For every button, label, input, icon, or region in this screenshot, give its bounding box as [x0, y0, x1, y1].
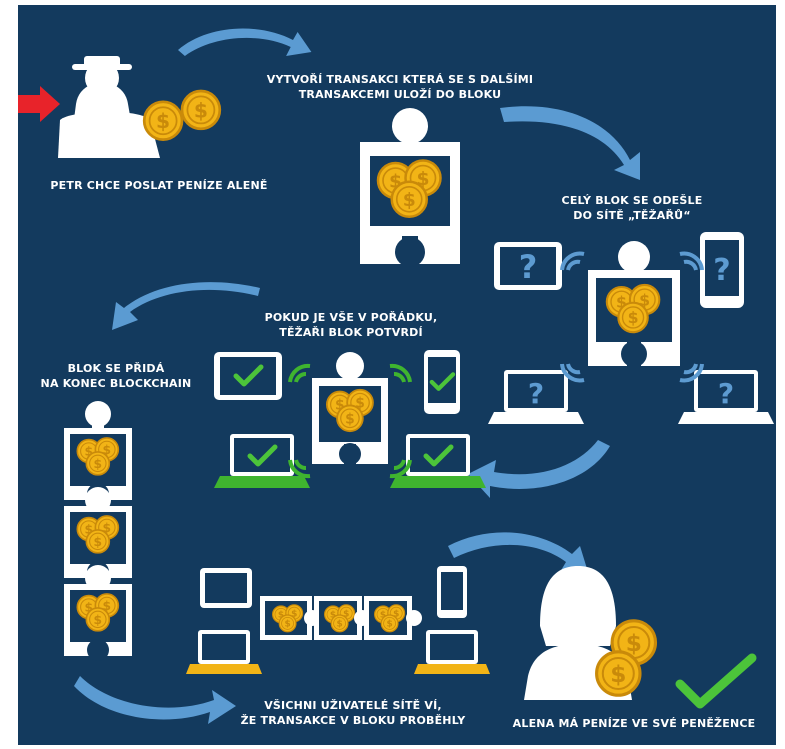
signal-waves-icon: [560, 251, 704, 383]
sender-figure: [58, 56, 160, 158]
unknown-laptop-left: ?: [488, 370, 584, 424]
question-mark-icon: ?: [713, 253, 730, 288]
unknown-phone: ?: [700, 232, 744, 308]
sender-coins: [142, 89, 222, 141]
step-caption-receiver: ALENA MÁ PENÍZE VE SVÉ PENĚŽENCE: [504, 716, 764, 731]
step-text: ALENA MÁ PENÍZE VE SVÉ PENĚŽENCE: [512, 717, 756, 730]
step-text: TRANSAKCEMI ULOŽÍ DO BLOKU: [298, 88, 502, 101]
step-text: BLOK SE PŘIDÁ: [67, 362, 165, 375]
dollar-coin-icon: [142, 100, 184, 141]
network-laptop-left: [186, 630, 262, 674]
unknown-tablet: ?: [494, 242, 562, 290]
step-caption-broadcast: CELÝ BLOK SE ODEŠLE DO SÍTĚ „TĚŽAŘŮ“: [522, 193, 742, 223]
blockchain-column: [64, 401, 132, 661]
step-text: POKUD JE VŠE V POŘÁDKU,: [264, 311, 438, 324]
flow-arrow-icon: [112, 282, 260, 330]
flow-arrow-icon: [74, 676, 236, 724]
flow-arrow-icon: [178, 28, 312, 56]
step-caption-sender: PETR CHCE POSLAT PENÍZE ALENĚ: [34, 178, 284, 193]
approved-phone: [424, 350, 460, 414]
woman-icon: [540, 566, 616, 646]
dollar-coin-icon: [180, 89, 222, 131]
checkmark-icon: [675, 653, 757, 709]
flow-arrow-icon: [448, 532, 588, 572]
step-text: TĚŽAŘI BLOK POTVRDÍ: [279, 326, 423, 339]
question-mark-icon: ?: [519, 248, 538, 286]
approved-tablet: [214, 352, 282, 400]
step-caption-append: BLOK SE PŘIDÁ NA KONEC BLOCKCHAIN: [34, 361, 198, 391]
dollar-coin-icon: [595, 650, 642, 697]
step-text: NA KONEC BLOCKCHAIN: [40, 377, 192, 390]
step-caption-confirm: POKUD JE VŠE V POŘÁDKU, TĚŽAŘI BLOK POTV…: [236, 310, 466, 340]
step-text: ŽE TRANSAKCE V BLOKU PROBĚHLY: [240, 714, 466, 727]
step-text: CELÝ BLOK SE ODEŠLE: [561, 194, 703, 207]
question-mark-icon: ?: [718, 377, 734, 410]
horizontal-chain: [260, 596, 422, 640]
flow-arrow-icon: [468, 440, 610, 498]
step-text: DO SÍTĚ „TĚŽAŘŮ“: [573, 209, 691, 222]
approved-laptop-left: [214, 434, 310, 488]
network-laptop-right: [414, 630, 490, 674]
signal-waves-icon: [288, 363, 412, 479]
question-mark-icon: ?: [528, 377, 544, 410]
flow-arrow-icon: [500, 106, 640, 180]
network-tablet: [200, 568, 252, 608]
step-text: VYTVOŘÍ TRANSAKCI KTERÁ SE S DALŠÍMI: [266, 73, 534, 86]
step-caption-create-transaction: VYTVOŘÍ TRANSAKCI KTERÁ SE S DALŠÍMI TRA…: [240, 72, 560, 102]
network-phone: [437, 566, 467, 618]
approved-laptop-right: [390, 434, 486, 488]
step-caption-everyone-knows: VŠICHNI UŽIVATELÉ SÍTĚ VÍ, ŽE TRANSAKCE …: [230, 698, 476, 728]
step-text: VŠICHNI UŽIVATELÉ SÍTĚ VÍ,: [264, 699, 442, 712]
step-text: PETR CHCE POSLAT PENÍZE ALENĚ: [50, 179, 268, 192]
unknown-laptop-right: ?: [678, 370, 774, 424]
start-arrow-icon: [18, 86, 60, 122]
